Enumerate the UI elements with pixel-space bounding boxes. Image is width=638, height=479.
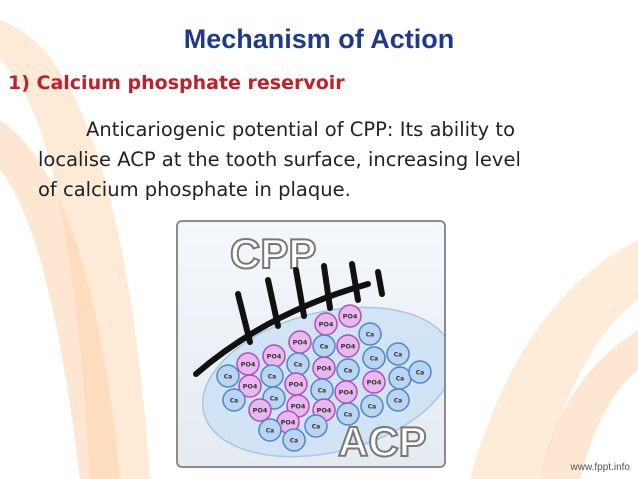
phosphate-ion [336, 334, 360, 358]
phosphate-ion-label: PO4 [241, 361, 256, 369]
calcium-ion [358, 322, 382, 346]
calcium-ion-label: Ca [224, 374, 232, 381]
phosphate-ion-label: PO4 [343, 313, 358, 321]
calcium-ion [408, 360, 432, 384]
body-line-1: Anticariogenic potential of CPP: Its abi… [86, 118, 515, 141]
calcium-ion [336, 402, 360, 426]
calcium-ion [360, 394, 384, 418]
calcium-ion [304, 414, 328, 438]
body-line-2: localise ACP at the tooth surface, incre… [38, 148, 521, 171]
body-paragraph: Anticariogenic potential of CPP: Its abi… [38, 115, 618, 205]
calcium-ion [362, 346, 386, 370]
calcium-ion-label: Ca [230, 398, 238, 405]
calcium-ion-label: Ca [366, 332, 374, 339]
calcium-ion [216, 364, 240, 388]
phosphate-ion [338, 304, 362, 328]
calcium-ion-label: Ca [344, 412, 352, 419]
calcium-ion-label: Ca [368, 404, 376, 411]
phosphate-ion-label: PO4 [317, 365, 332, 373]
calcium-ion-label: Ca [396, 376, 404, 383]
calcium-ion [258, 418, 282, 442]
phosphate-ion-label: PO4 [267, 353, 282, 361]
slide-title: Mechanism of Action [183, 24, 455, 54]
calcium-ion-label: Ca [268, 374, 276, 381]
calcium-ion [386, 388, 410, 412]
calcium-ion [282, 428, 306, 452]
calcium-ion-label: Ca [312, 424, 320, 431]
calcium-ion-label: Ca [294, 362, 302, 369]
footer-credit: www.fppt.info [570, 462, 630, 473]
calcium-ion-label: Ca [290, 438, 298, 445]
slide-subtitle: 1) Calcium phosphate reservoir [8, 72, 345, 94]
cpp-chain [193, 261, 385, 377]
phosphate-ion-label: PO4 [281, 419, 296, 427]
cpp-label: CPP [230, 230, 316, 277]
calcium-ion-label: Ca [266, 428, 274, 435]
phosphate-ion-label: PO4 [339, 389, 354, 397]
phosphate-ion-label: PO4 [367, 379, 382, 387]
body-line-3: of calcium phosphate in plaque. [38, 178, 351, 201]
calcium-ion [222, 388, 246, 412]
calcium-ion-label: Ca [270, 396, 278, 403]
phosphate-ion-label: PO4 [291, 403, 306, 411]
acp-label: ACP [338, 418, 427, 465]
calcium-ion-label: Ca [344, 368, 352, 375]
calcium-ion-label: Ca [416, 370, 424, 377]
calcium-ion-label: Ca [318, 388, 326, 395]
phosphate-ion-label: PO4 [253, 407, 268, 415]
phosphate-ion [238, 374, 262, 398]
phosphate-ion-label: PO4 [293, 339, 308, 347]
phosphate-ion-label: PO4 [341, 343, 356, 351]
calcium-ion [386, 342, 410, 366]
phosphate-ion-label: PO4 [243, 383, 258, 391]
calcium-ion-label: Ca [394, 398, 402, 405]
phosphate-ion [362, 370, 386, 394]
calcium-ion-label: Ca [394, 352, 402, 359]
calcium-ion-label: Ca [320, 344, 328, 351]
phosphate-ion [248, 398, 272, 422]
calcium-ion-label: Ca [370, 356, 378, 363]
phosphate-ion-label: PO4 [289, 381, 304, 389]
phosphate-ion-label: PO4 [317, 407, 332, 415]
phosphate-ion-label: PO4 [319, 321, 334, 329]
